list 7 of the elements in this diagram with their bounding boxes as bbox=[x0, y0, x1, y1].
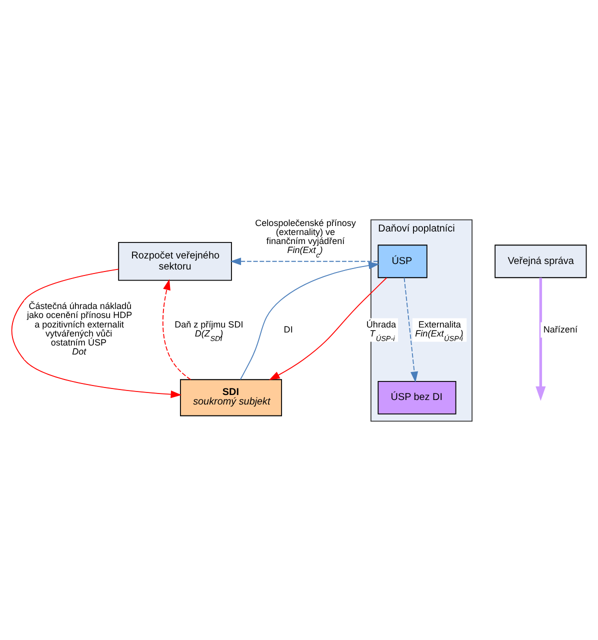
edge-label: Externalita Fin(Ext$_{ÚSP-i}$) bbox=[415, 318, 464, 342]
edge-label: Daň z příjmu SDI D(Z$_{SDI}$) bbox=[174, 318, 244, 342]
edge-label: Částečná úhrada nákladů jako ocenění přínosu HDP a pozitivních externalit vytvářených vůči ostatním ÚSP Dot bbox=[26, 300, 132, 356]
edge-label: DI bbox=[284, 324, 293, 334]
edge-label: Nařízení bbox=[543, 324, 578, 334]
edge-label: Celospolečenské přínosy (externality) ve finančním vyjádření Fin(Ext$_{c}$) bbox=[255, 218, 356, 260]
edge-label: Úhrada T$_{ÚSP-i}$ bbox=[366, 318, 396, 342]
